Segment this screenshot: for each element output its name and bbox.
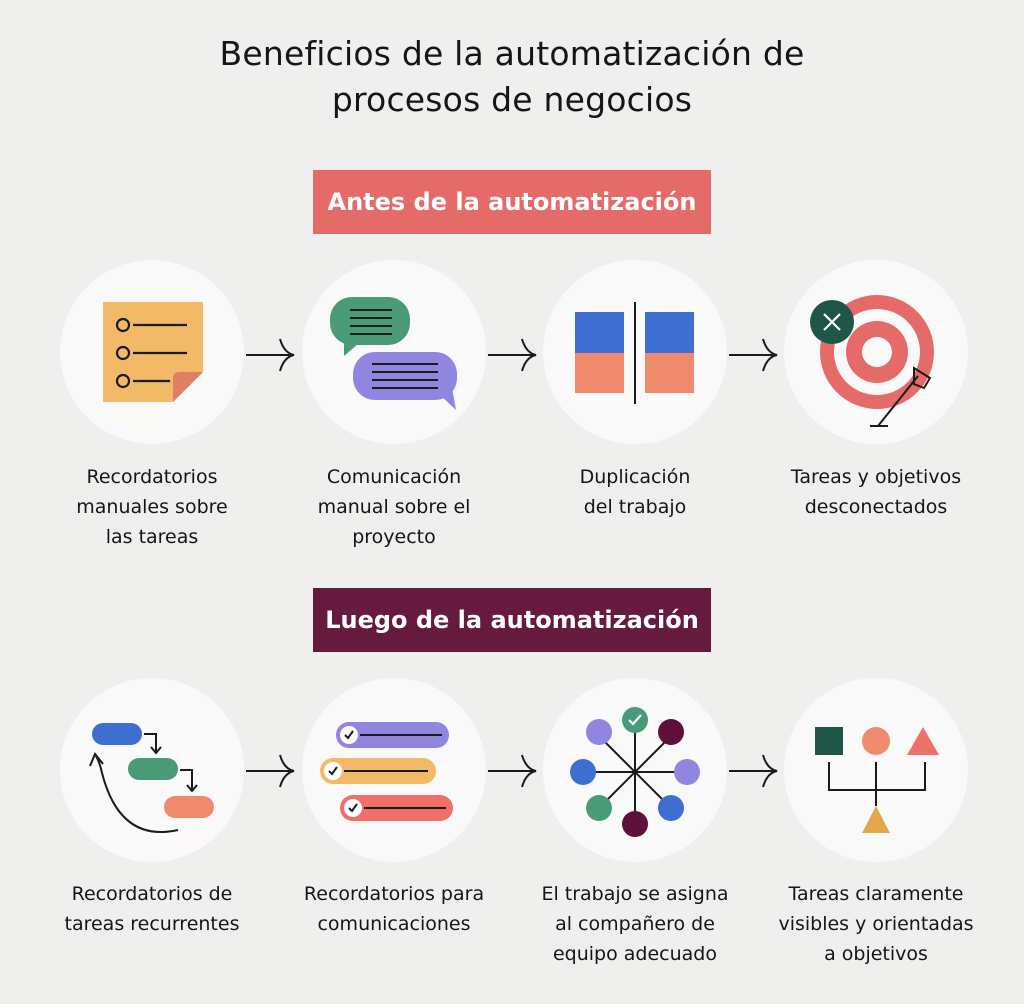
after-item-label: Tareas claramente visibles y orientadas … xyxy=(756,879,996,969)
before-banner: Antes de la automatización xyxy=(313,170,711,234)
label-line: desconectados xyxy=(804,496,948,518)
goal-hierarchy-icon xyxy=(784,678,968,862)
label-line: proyecto xyxy=(352,526,436,548)
arrow-right-icon xyxy=(729,338,778,372)
before-item-label: Recordatorios manuales sobre las tareas xyxy=(32,462,272,552)
arrow-right-icon xyxy=(246,338,295,372)
after-item-label: El trabajo se asigna al compañero de equ… xyxy=(515,879,755,969)
label-line: Recordatorios xyxy=(86,466,218,488)
label-line: manuales sobre xyxy=(76,496,228,518)
recurring-tasks-icon xyxy=(60,678,244,862)
label-line: tareas recurrentes xyxy=(64,913,240,935)
label-line: del trabajo xyxy=(583,496,687,518)
label-line: las tareas xyxy=(105,526,199,548)
chat-bubbles-icon xyxy=(302,260,486,444)
label-line: comunicaciones xyxy=(317,913,471,935)
before-item-label: Comunicación manual sobre el proyecto xyxy=(274,462,514,552)
label-line: equipo adecuado xyxy=(552,943,717,965)
label-line: Tareas y objetivos xyxy=(790,466,962,488)
label-line: a objetivos xyxy=(824,943,928,965)
label-line: Recordatorios de xyxy=(71,883,233,905)
after-item-label: Recordatorios de tareas recurrentes xyxy=(32,879,272,939)
page-title-line-1: Beneficios de la automatización de xyxy=(219,34,805,73)
arrow-right-icon xyxy=(488,338,537,372)
label-line: manual sobre el xyxy=(317,496,471,518)
team-assignment-icon xyxy=(543,678,727,862)
checked-reminders-icon xyxy=(302,678,486,862)
after-banner: Luego de la automatización xyxy=(313,588,711,652)
duplicate-blocks-icon xyxy=(543,260,727,444)
label-line: Duplicación xyxy=(579,466,691,488)
arrow-right-icon xyxy=(246,754,295,788)
label-line: visibles y orientadas xyxy=(778,913,974,935)
arrow-right-icon xyxy=(488,754,537,788)
label-line: Recordatorios para xyxy=(303,883,485,905)
sticky-note-checklist-icon xyxy=(60,260,244,444)
label-line: Tareas claramente xyxy=(788,883,964,905)
missed-target-icon xyxy=(784,260,968,444)
before-item-label: Duplicación del trabajo xyxy=(515,462,755,522)
label-line: Comunicación xyxy=(326,466,462,488)
after-item-label: Recordatorios para comunicaciones xyxy=(274,879,514,939)
label-line: El trabajo se asigna xyxy=(541,883,729,905)
arrow-right-icon xyxy=(729,754,778,788)
before-item-label: Tareas y objetivos desconectados xyxy=(756,462,996,522)
label-line: al compañero de xyxy=(555,913,715,935)
page-title-line-2: procesos de negocios xyxy=(331,80,693,119)
